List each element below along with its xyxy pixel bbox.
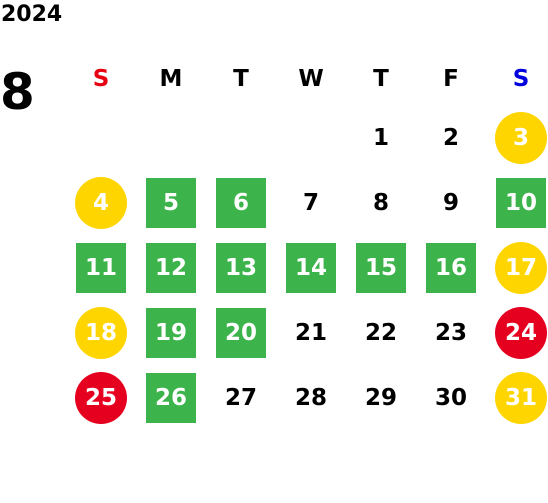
weekday-label: M — [159, 66, 183, 92]
day-28[interactable]: 28 — [294, 384, 327, 411]
day-18[interactable]: 18 — [75, 306, 127, 359]
day-13[interactable]: 13 — [216, 242, 266, 293]
day-6[interactable]: 6 — [216, 177, 266, 228]
weekday-header-thursday: T — [346, 60, 416, 105]
day-cell: 12 — [136, 235, 206, 300]
day-cell: 7 — [276, 170, 346, 235]
day-25[interactable]: 25 — [75, 371, 127, 424]
day-cell: 2 — [416, 105, 486, 170]
day-cell: 1 — [346, 105, 416, 170]
day-4[interactable]: 4 — [75, 176, 127, 229]
weekday-label: S — [512, 66, 530, 92]
day-cell: 15 — [346, 235, 416, 300]
day-cell: 3 — [486, 105, 548, 170]
day-cell: 23 — [416, 300, 486, 365]
day-21[interactable]: 21 — [294, 319, 327, 346]
empty-cell — [276, 105, 346, 170]
day-cell: 22 — [346, 300, 416, 365]
day-cell: 18 — [66, 300, 136, 365]
week-row: 11 12 13 14 15 16 17 — [66, 235, 548, 300]
day-cell: 4 — [66, 170, 136, 235]
day-cell: 31 — [486, 365, 548, 430]
weekday-header-monday: M — [136, 60, 206, 105]
year-label: 2024 — [1, 2, 63, 27]
day-16[interactable]: 16 — [426, 242, 476, 293]
day-14[interactable]: 14 — [286, 242, 336, 293]
day-cell: 29 — [346, 365, 416, 430]
day-cell: 14 — [276, 235, 346, 300]
day-cell: 11 — [66, 235, 136, 300]
day-30[interactable]: 30 — [434, 384, 467, 411]
day-cell: 20 — [206, 300, 276, 365]
day-cell: 25 — [66, 365, 136, 430]
month-number: 8 — [0, 63, 35, 121]
weekday-header-tuesday: T — [206, 60, 276, 105]
week-row: 25 26 27 28 29 30 31 — [66, 365, 548, 430]
week-row: 18 19 20 21 22 23 24 — [66, 300, 548, 365]
weekday-label: T — [233, 66, 249, 92]
empty-cell — [136, 105, 206, 170]
weekday-header-friday: F — [416, 60, 486, 105]
weekday-header-wednesday: W — [276, 60, 346, 105]
day-cell: 26 — [136, 365, 206, 430]
day-31[interactable]: 31 — [495, 371, 547, 424]
day-cell: 16 — [416, 235, 486, 300]
weekday-header-sunday: S — [66, 60, 136, 105]
day-8[interactable]: 8 — [372, 189, 389, 216]
day-cell: 6 — [206, 170, 276, 235]
day-9[interactable]: 9 — [442, 189, 459, 216]
week-row: 1 2 3 — [66, 105, 548, 170]
day-7[interactable]: 7 — [302, 189, 319, 216]
day-27[interactable]: 27 — [224, 384, 257, 411]
day-cell: 28 — [276, 365, 346, 430]
day-23[interactable]: 23 — [434, 319, 467, 346]
day-cell: 19 — [136, 300, 206, 365]
day-cell: 10 — [486, 170, 548, 235]
day-cell: 24 — [486, 300, 548, 365]
day-15[interactable]: 15 — [356, 242, 406, 293]
day-22[interactable]: 22 — [364, 319, 397, 346]
weekday-header-saturday: S — [486, 60, 548, 105]
day-cell: 17 — [486, 235, 548, 300]
day-cell: 8 — [346, 170, 416, 235]
day-17[interactable]: 17 — [495, 241, 547, 294]
day-cell: 9 — [416, 170, 486, 235]
day-11[interactable]: 11 — [76, 242, 126, 293]
day-cell: 30 — [416, 365, 486, 430]
day-cell: 27 — [206, 365, 276, 430]
weekday-label: W — [298, 66, 324, 92]
day-2[interactable]: 2 — [442, 124, 459, 151]
day-12[interactable]: 12 — [146, 242, 196, 293]
day-cell: 5 — [136, 170, 206, 235]
day-1[interactable]: 1 — [372, 124, 389, 151]
empty-cell — [206, 105, 276, 170]
weekday-label: S — [92, 66, 110, 92]
day-cell: 21 — [276, 300, 346, 365]
day-5[interactable]: 5 — [146, 177, 196, 228]
day-3[interactable]: 3 — [495, 111, 547, 164]
day-29[interactable]: 29 — [364, 384, 397, 411]
day-10[interactable]: 10 — [496, 177, 546, 228]
day-20[interactable]: 20 — [216, 307, 266, 358]
day-cell: 13 — [206, 235, 276, 300]
day-26[interactable]: 26 — [146, 372, 196, 423]
weekday-label: F — [443, 66, 459, 92]
weekday-label: T — [373, 66, 389, 92]
empty-cell — [66, 105, 136, 170]
day-19[interactable]: 19 — [146, 307, 196, 358]
day-24[interactable]: 24 — [495, 306, 547, 359]
